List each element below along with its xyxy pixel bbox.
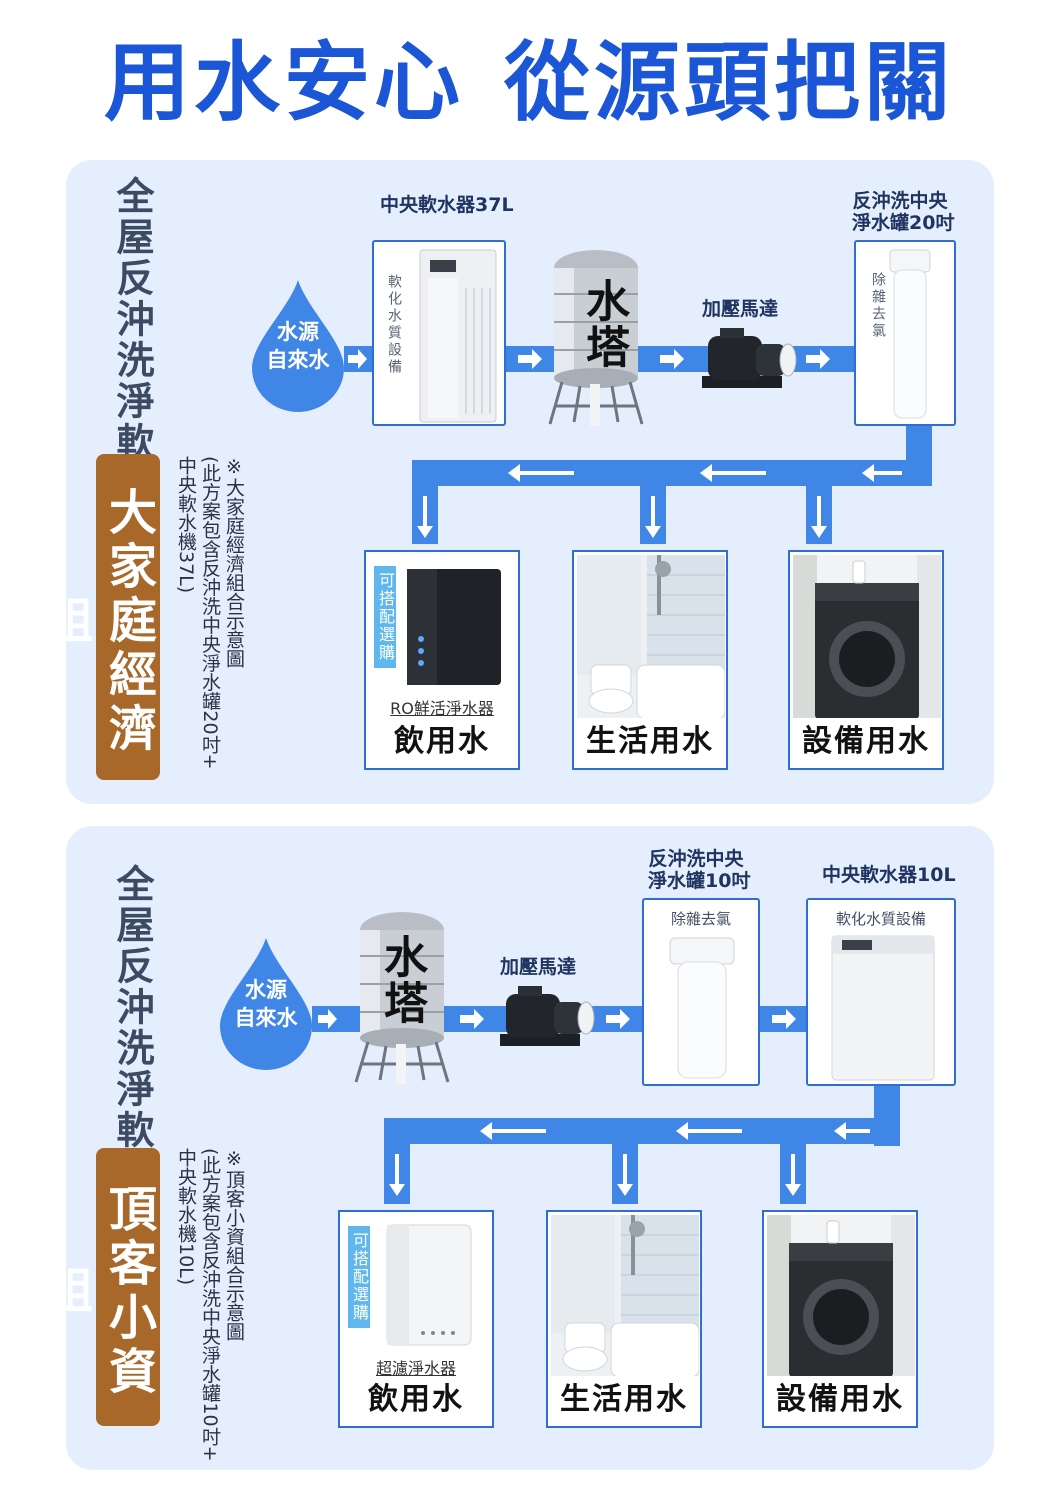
softener-unit-icon [419, 249, 497, 423]
combo-note: ※頂客小資組合示意圖 (此方案包含反沖洗中央淨水罐10吋+ 中央軟水機10L) [174, 1148, 246, 1466]
arrow-down-icon [617, 1154, 633, 1196]
filter-housing-icon [889, 249, 931, 419]
drinking-caption: 飲用水 [340, 1376, 492, 1426]
note-line-1: ※頂客小資組合示意圖 [223, 1148, 245, 1341]
arrow-right-icon [806, 349, 830, 369]
panel-vertical-title: 全屋反沖洗淨軟水 [110, 176, 154, 504]
arrow-left-icon [700, 464, 766, 482]
washing-machine-icon [767, 1215, 915, 1377]
arrow-down-icon [811, 496, 827, 538]
drinking-sub-label: RO鮮活淨水器 [366, 698, 518, 720]
arrow-right-icon [660, 349, 684, 369]
softener-box: 軟化水質設備 [806, 898, 956, 1086]
daily-water-card: 生活用水 [546, 1210, 702, 1428]
title-part1: 用水安心 [104, 33, 464, 133]
family-combo-panel: 全屋反沖洗淨軟水 大家庭經濟組 ※大家庭經濟組合示意圖 (此方案包含反沖洗中央淨… [66, 160, 994, 804]
arrow-right-icon [318, 1009, 337, 1029]
daily-caption: 生活用水 [548, 1376, 700, 1426]
pump-icon [500, 986, 595, 1046]
note-line-3: 中央軟水機10L) [175, 1148, 197, 1286]
combo-badge: 頂客小資組 [66, 1148, 160, 1426]
appliance-water-card: 設備用水 [788, 550, 944, 770]
note-line-1: ※大家庭經濟組合示意圖 [223, 456, 245, 668]
arrow-right-icon [348, 349, 367, 369]
softener-top-text: 軟化水質設備 [835, 910, 926, 928]
drinking-sub-label: 超濾淨水器 [340, 1358, 492, 1380]
bathroom-icon [577, 555, 725, 719]
filter-top-text: 除雜去氯 [670, 910, 731, 928]
filter-box: 除雜去氯 [854, 240, 956, 426]
softener-label: 中央軟水器10L [822, 864, 956, 886]
drinking-caption: 飲用水 [366, 718, 518, 768]
page-title: 用水安心從源頭把關 [0, 28, 1058, 138]
arrow-down-icon [785, 1154, 801, 1196]
arrow-down-icon [645, 496, 661, 538]
softener-unit-icon [831, 935, 935, 1081]
arrow-down-icon [389, 1154, 405, 1196]
source-label: 水源 [277, 320, 319, 344]
filter-label-line-2: 淨水罐10吋 [648, 870, 751, 892]
source-sub-label: 自來水 [266, 348, 330, 372]
filter-housing-icon [669, 937, 735, 1079]
arrow-left-icon [676, 1122, 742, 1140]
note-line-3: 中央軟水機37L) [175, 456, 197, 594]
filter-label-line-1: 反沖洗中央 [852, 190, 948, 212]
water-drop-icon [220, 938, 312, 1070]
drinking-water-card: 可搭配選購 RO鮮活淨水器 飲用水 [364, 550, 520, 770]
softener-box: 軟化水質設備 [372, 240, 506, 426]
tank-text: 水塔 [578, 278, 629, 370]
daily-caption: 生活用水 [574, 718, 726, 768]
water-drop-icon [252, 280, 344, 412]
water-source-drop: 水源 自來水 [248, 280, 348, 412]
combo-note: ※大家庭經濟組合示意圖 (此方案包含反沖洗中央淨水罐20吋+ 中央軟水機37L) [174, 456, 246, 786]
appliance-caption: 設備用水 [764, 1376, 916, 1426]
arrow-left-icon [834, 1122, 870, 1140]
filter-label: 反沖洗中央 淨水罐10吋 [648, 848, 751, 892]
arrow-left-icon [862, 464, 902, 482]
dink-combo-panel: 全屋反沖洗淨軟水 頂客小資組 ※頂客小資組合示意圖 (此方案包含反沖洗中央淨水罐… [66, 826, 994, 1470]
source-label: 水源 [245, 978, 287, 1002]
title-part2: 從源頭把關 [504, 33, 954, 133]
water-source-drop: 水源 自來水 [216, 938, 316, 1070]
tank-text: 水塔 [376, 934, 427, 1026]
note-line-2: (此方案包含反沖洗中央淨水罐20吋+ [199, 456, 221, 770]
softener-label: 中央軟水器37L [380, 194, 514, 216]
filter-box: 除雜去氯 [642, 898, 760, 1086]
pump-label: 加壓馬達 [500, 956, 577, 978]
arrow-left-icon [480, 1122, 546, 1140]
combo-badge: 大家庭經濟組 [66, 454, 160, 780]
source-sub-label: 自來水 [234, 1006, 298, 1030]
arrow-right-icon [460, 1009, 484, 1029]
water-tower-icon [354, 912, 450, 1084]
filter-label: 反沖洗中央 淨水罐20吋 [852, 190, 955, 234]
appliance-water-card: 設備用水 [762, 1210, 918, 1428]
distribution-pipe [412, 460, 932, 486]
note-line-2: (此方案包含反沖洗中央淨水罐10吋+ [199, 1148, 221, 1462]
pump-icon [702, 328, 797, 388]
water-tower-icon [548, 250, 644, 426]
softener-side-text: 軟化水質設備 [386, 274, 402, 376]
distribution-pipe [384, 1118, 900, 1144]
drinking-water-card: 可搭配選購 超濾淨水器 飲用水 [338, 1210, 494, 1428]
daily-water-card: 生活用水 [572, 550, 728, 770]
panel-vertical-title: 全屋反沖洗淨軟水 [110, 864, 154, 1192]
arrow-right-icon [606, 1009, 630, 1029]
filter-label-line-1: 反沖洗中央 [648, 848, 744, 870]
filter-side-text: 除雜去氯 [870, 272, 886, 340]
arrow-down-icon [417, 496, 433, 538]
optional-tag: 可搭配選購 [374, 566, 396, 668]
arrow-right-icon [772, 1009, 796, 1029]
optional-tag: 可搭配選購 [348, 1226, 370, 1328]
bathroom-icon [551, 1215, 699, 1377]
arrow-left-icon [508, 464, 574, 482]
washing-machine-icon [793, 555, 941, 719]
appliance-caption: 設備用水 [790, 718, 942, 768]
arrow-right-icon [518, 349, 542, 369]
filter-label-line-2: 淨水罐20吋 [852, 212, 955, 234]
pump-label: 加壓馬達 [702, 298, 779, 320]
